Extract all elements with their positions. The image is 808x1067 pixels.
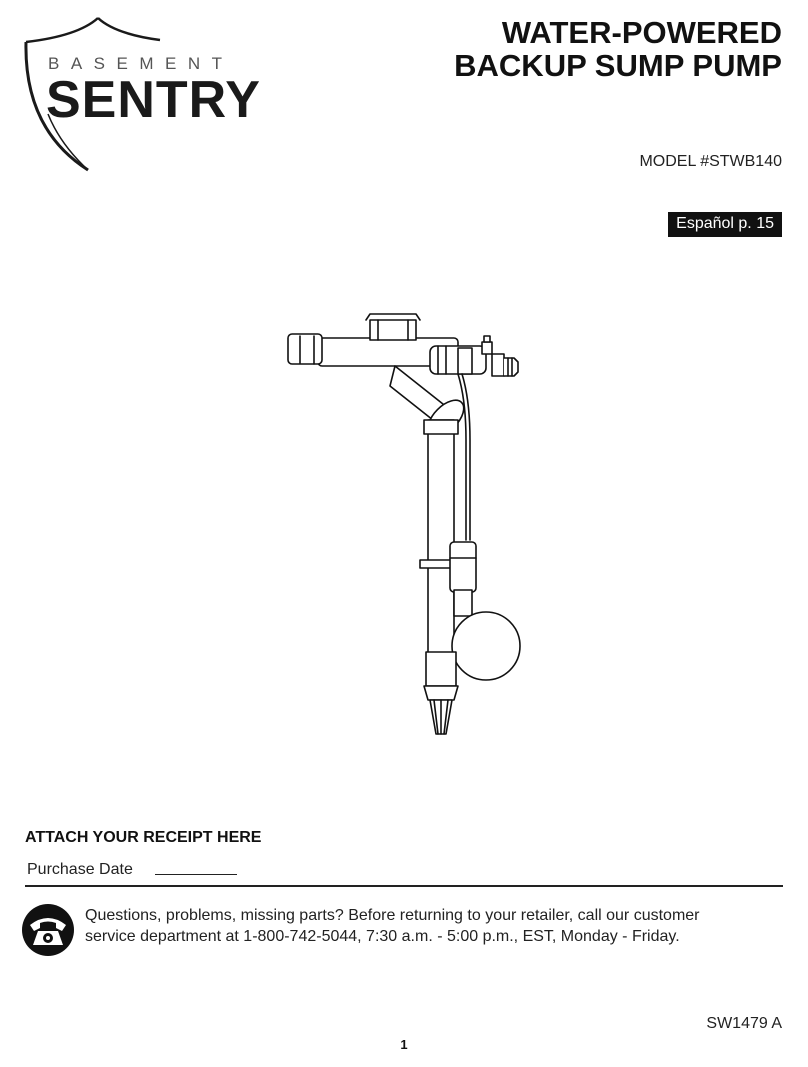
- support-line-2: service department at 1-800-742-5044, 7:…: [85, 928, 680, 945]
- support-text: Questions, problems, missing parts? Befo…: [85, 905, 765, 947]
- document-number: SW1479 A: [706, 1015, 782, 1032]
- purchase-date-label: Purchase Date: [27, 861, 133, 878]
- water-powered-backup-sump-pump-illustration: [287, 313, 521, 735]
- page-title: WATER-POWERED BACKUP SUMP PUMP: [454, 16, 782, 82]
- telephone-icon: [21, 903, 75, 957]
- receipt-heading: ATTACH YOUR RECEIPT HERE: [25, 829, 262, 846]
- section-divider: [25, 885, 783, 887]
- model-number: MODEL #STWB140: [639, 153, 782, 170]
- product-illustration: [270, 300, 540, 750]
- support-line-1: Questions, problems, missing parts? Befo…: [85, 907, 700, 924]
- shield-icon: [24, 17, 161, 172]
- brand-logo: [20, 14, 270, 174]
- title-line-1: WATER-POWERED: [501, 15, 782, 50]
- page-number: 1: [400, 1037, 408, 1052]
- title-line-2: BACKUP SUMP PUMP: [454, 48, 782, 83]
- spanish-language-link[interactable]: Español p. 15: [668, 212, 782, 237]
- purchase-date-blank: [155, 874, 237, 875]
- logo-main-word: SENTRY: [46, 71, 261, 129]
- logo-top-word: BASEMENT: [48, 54, 234, 73]
